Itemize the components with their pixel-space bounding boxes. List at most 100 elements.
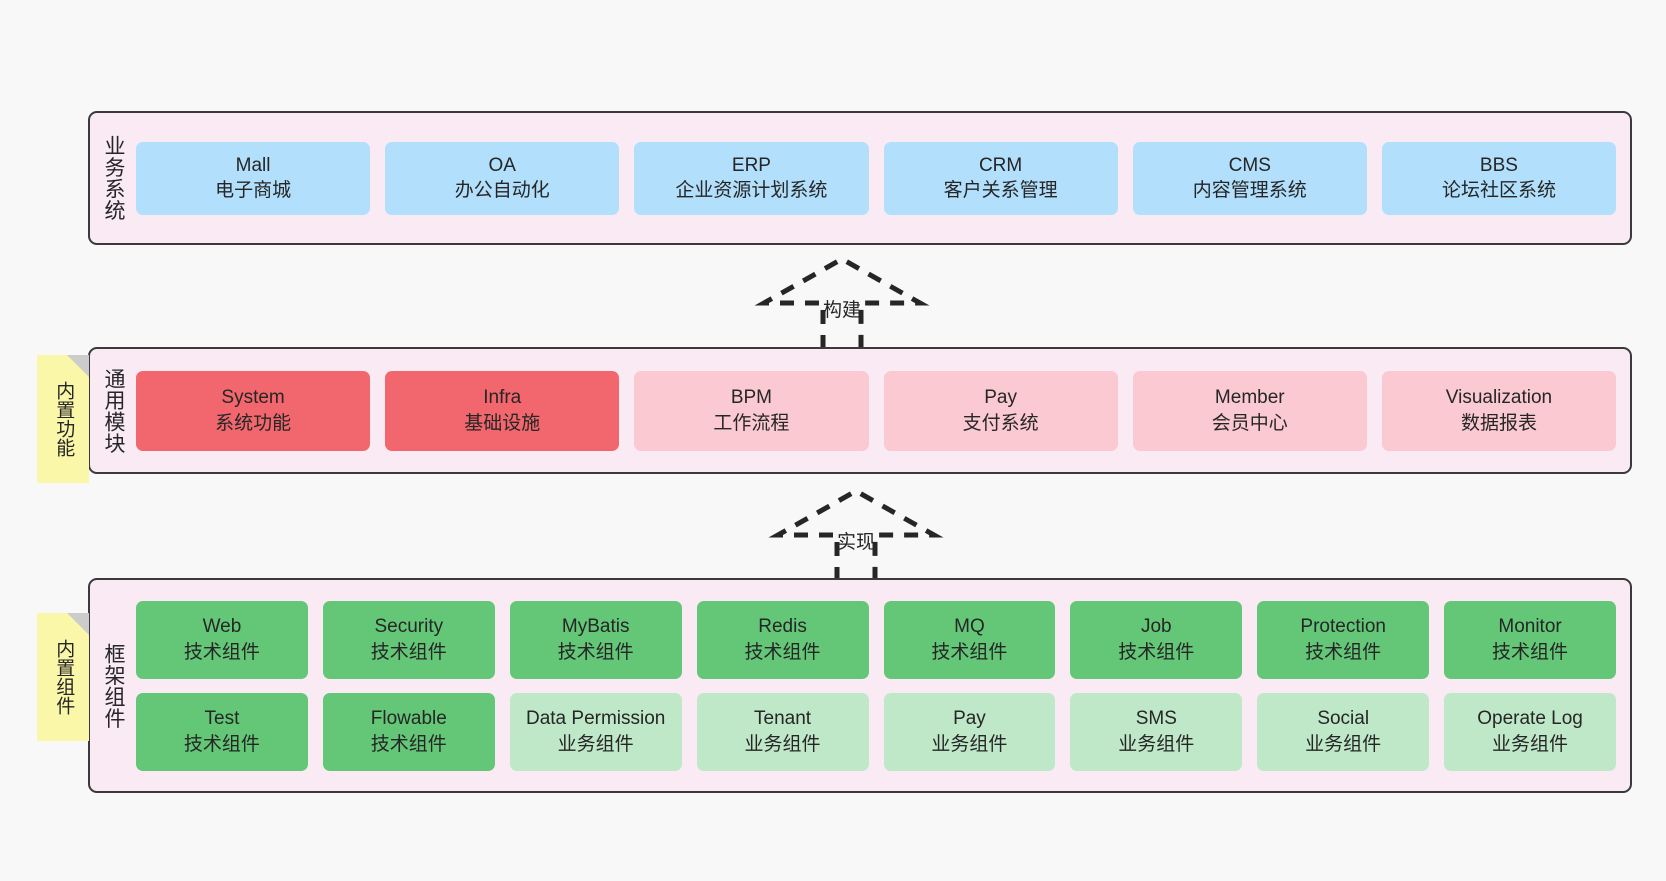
business-layer: 业务系统 Mall 电子商城 OA 办公自动化 ERP 企业资源计划系统 CRM… (88, 111, 1632, 245)
card-subtitle: 数据报表 (1460, 412, 1537, 434)
framework-card-security[interactable]: Security 技术组件 (322, 600, 495, 679)
modules-layer-body: System 系统功能 Infra 基础设施 BPM 工作流程 Pay 支付系统… (136, 349, 1630, 472)
framework-card-test[interactable]: Test 技术组件 (136, 692, 308, 771)
card-subtitle: 办公自动化 (454, 180, 550, 201)
card-subtitle: 会员中心 (1211, 412, 1288, 434)
framework-card-operate-log[interactable]: Operate Log 业务组件 (1444, 692, 1616, 771)
card-title: Social (1317, 708, 1370, 730)
business-layer-body: Mall 电子商城 OA 办公自动化 ERP 企业资源计划系统 CRM 客户关系… (136, 113, 1630, 243)
framework-card-pay[interactable]: Pay 业务组件 (883, 692, 1056, 771)
card-subtitle: 论坛社区系统 (1441, 180, 1556, 201)
build-arrow-icon (754, 256, 930, 349)
card-title: Flowable (370, 708, 447, 730)
implement-arrow-icon (768, 488, 944, 581)
framework-card-redis[interactable]: Redis 技术组件 (696, 600, 869, 679)
card-subtitle: 技术组件 (1305, 641, 1382, 663)
page-fold-icon (67, 355, 89, 377)
card-subtitle: 业务组件 (744, 733, 821, 755)
modules-card-row: System 系统功能 Infra 基础设施 BPM 工作流程 Pay 支付系统… (136, 370, 1617, 451)
card-subtitle: 工作流程 (713, 412, 790, 434)
card-title: Test (204, 708, 240, 730)
card-title: BPM (730, 387, 773, 409)
framework-card-protection[interactable]: Protection 技术组件 (1257, 600, 1430, 679)
card-subtitle: 内容管理系统 (1192, 180, 1307, 201)
module-card-visualization[interactable]: Visualization 数据报表 (1381, 370, 1617, 451)
business-card-erp[interactable]: ERP 企业资源计划系统 (634, 141, 869, 215)
card-title: SMS (1135, 708, 1177, 730)
business-card-cms[interactable]: CMS 内容管理系统 (1132, 141, 1367, 215)
card-title: Visualization (1445, 387, 1553, 409)
connector-implement: 实现 (768, 488, 944, 581)
card-title: Infra (483, 387, 522, 409)
business-card-oa[interactable]: OA 办公自动化 (385, 141, 620, 215)
page-fold-icon (67, 613, 89, 635)
card-subtitle: 基础设施 (464, 412, 541, 434)
card-subtitle: 支付系统 (962, 412, 1039, 434)
framework-card-web[interactable]: Web 技术组件 (136, 600, 308, 679)
sticky-note-builtin-functions: 内置功能 (37, 355, 89, 483)
card-subtitle: 技术组件 (931, 641, 1008, 663)
card-title: MyBatis (561, 616, 630, 638)
module-card-system[interactable]: System 系统功能 (136, 370, 371, 451)
card-subtitle: 技术组件 (183, 641, 260, 663)
card-title: System (221, 387, 285, 409)
framework-tech-row: Web 技术组件 Security 技术组件 MyBatis 技术组件 Redi… (136, 600, 1616, 679)
card-title: Protection (1300, 616, 1386, 638)
card-title: Mall (235, 154, 271, 176)
card-title: Operate Log (1477, 708, 1583, 730)
module-card-bpm[interactable]: BPM 工作流程 (634, 370, 869, 451)
card-title: Monitor (1498, 616, 1562, 638)
card-title: BBS (1479, 154, 1518, 176)
business-card-mall[interactable]: Mall 电子商城 (136, 141, 371, 215)
framework-card-sms[interactable]: SMS 业务组件 (1070, 692, 1243, 771)
card-subtitle: 技术组件 (1118, 641, 1195, 663)
card-title: CMS (1228, 154, 1271, 176)
business-card-row: Mall 电子商城 OA 办公自动化 ERP 企业资源计划系统 CRM 客户关系… (136, 141, 1617, 215)
card-subtitle: 技术组件 (370, 733, 447, 755)
card-title: Member (1214, 387, 1285, 409)
card-subtitle: 企业资源计划系统 (675, 180, 828, 201)
framework-card-tenant[interactable]: Tenant 业务组件 (696, 692, 869, 771)
framework-card-data-permission[interactable]: Data Permission 业务组件 (509, 692, 682, 771)
card-subtitle: 技术组件 (557, 641, 634, 663)
business-card-bbs[interactable]: BBS 论坛社区系统 (1381, 141, 1617, 215)
business-card-crm[interactable]: CRM 客户关系管理 (883, 141, 1118, 215)
module-card-infra[interactable]: Infra 基础设施 (385, 370, 620, 451)
card-subtitle: 业务组件 (1492, 733, 1569, 755)
modules-layer-label: 通用模块 (101, 367, 125, 454)
card-title: Pay (984, 387, 1017, 409)
card-subtitle: 业务组件 (557, 733, 634, 755)
card-subtitle: 技术组件 (1492, 641, 1569, 663)
framework-layer: 框架组件 Web 技术组件 Security 技术组件 MyBatis 技术组件… (88, 578, 1632, 793)
framework-card-job[interactable]: Job 技术组件 (1070, 600, 1243, 679)
framework-card-flowable[interactable]: Flowable 技术组件 (322, 692, 495, 771)
card-subtitle: 客户关系管理 (943, 180, 1058, 201)
module-card-member[interactable]: Member 会员中心 (1132, 370, 1367, 451)
card-subtitle: 业务组件 (1118, 733, 1195, 755)
modules-layer: 通用模块 System 系统功能 Infra 基础设施 BPM 工作流程 Pay… (88, 347, 1632, 474)
sticky-note-label: 内置功能 (53, 381, 75, 457)
card-subtitle: 业务组件 (1305, 733, 1382, 755)
card-title: Security (374, 616, 444, 638)
framework-card-mq[interactable]: MQ 技术组件 (883, 600, 1056, 679)
card-subtitle: 电子商城 (215, 180, 292, 201)
card-title: Web (202, 616, 242, 638)
framework-layer-label: 框架组件 (101, 642, 125, 729)
framework-card-social[interactable]: Social 业务组件 (1257, 692, 1430, 771)
framework-card-mybatis[interactable]: MyBatis 技术组件 (509, 600, 682, 679)
framework-business-row: Test 技术组件 Flowable 技术组件 Data Permission … (136, 692, 1616, 771)
card-title: CRM (978, 154, 1023, 176)
card-title: ERP (731, 154, 771, 176)
card-subtitle: 技术组件 (370, 641, 447, 663)
card-subtitle: 技术组件 (183, 733, 260, 755)
card-title: Pay (953, 708, 986, 730)
card-title: Data Permission (525, 708, 666, 730)
card-subtitle: 系统功能 (215, 412, 292, 434)
card-title: Tenant (754, 708, 812, 730)
framework-layer-body: Web 技术组件 Security 技术组件 MyBatis 技术组件 Redi… (136, 580, 1630, 791)
connector-build: 构建 (754, 256, 930, 349)
module-card-pay[interactable]: Pay 支付系统 (883, 370, 1118, 451)
framework-card-monitor[interactable]: Monitor 技术组件 (1444, 600, 1616, 679)
card-subtitle: 业务组件 (931, 733, 1008, 755)
card-title: Redis (758, 616, 807, 638)
